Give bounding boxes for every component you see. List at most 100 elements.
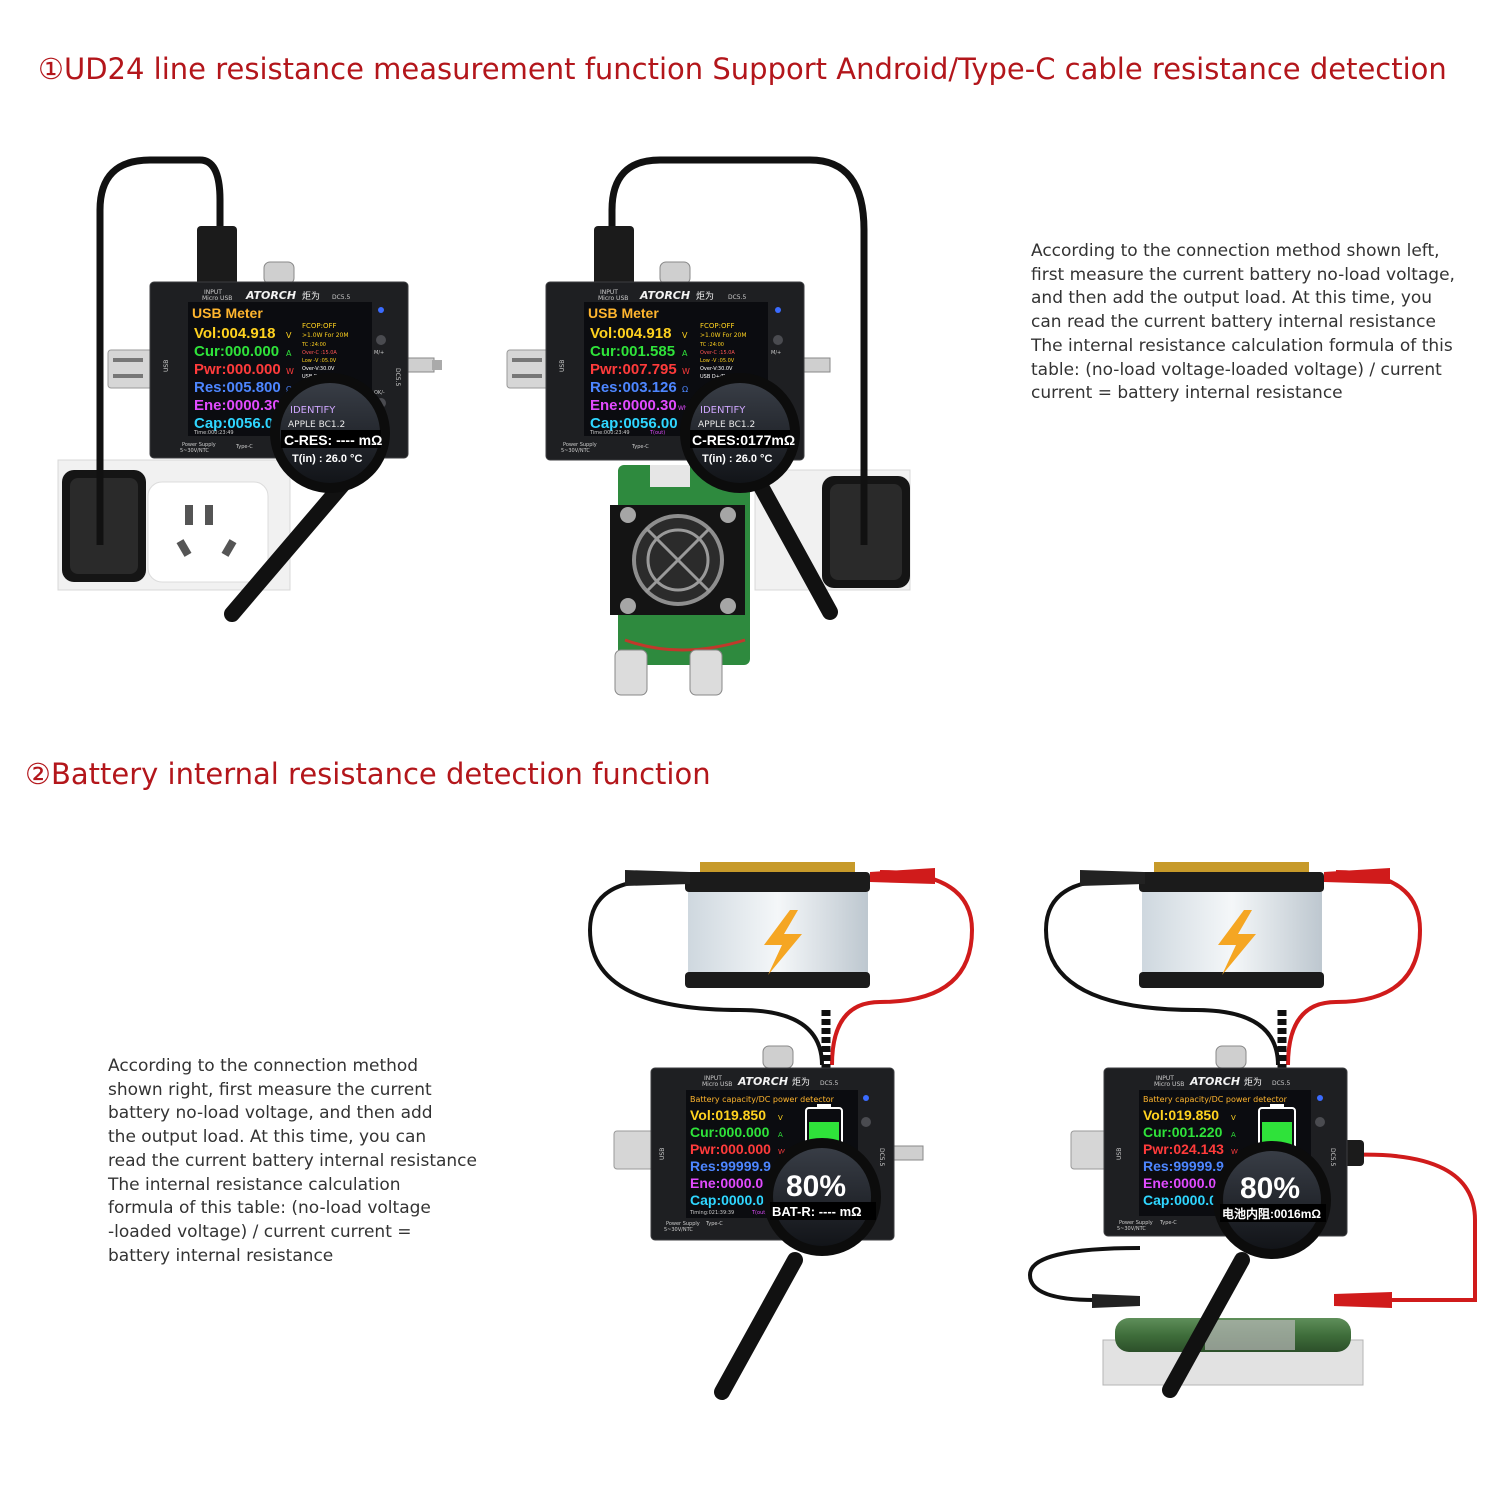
button-m[interactable] bbox=[1315, 1117, 1325, 1127]
reading-resistance: Res:005.800 bbox=[194, 379, 281, 396]
battery bbox=[685, 862, 870, 988]
reading-tout: T(out) bbox=[751, 1210, 767, 1216]
label-input: INPUT bbox=[1156, 1075, 1174, 1082]
reading-timer: Time:000:23:49 bbox=[589, 430, 630, 436]
zoom-cable-resistance: C-RES: ---- mΩ bbox=[284, 432, 382, 448]
reading-voltage: Vol:004.918 bbox=[194, 325, 275, 342]
red-clip bbox=[1334, 1292, 1392, 1308]
reading-resistance: Res:003.126 bbox=[590, 379, 677, 396]
unit-voltage: V bbox=[1231, 1114, 1236, 1122]
reading-capacity: Cap:0000.0 bbox=[1143, 1192, 1217, 1208]
bluetooth-indicator-icon bbox=[378, 307, 384, 313]
magnifier-lens bbox=[1213, 1141, 1331, 1259]
label-dc-side: DC5.5 bbox=[1329, 1148, 1336, 1167]
side-param: Low -V :05.0V bbox=[302, 358, 337, 364]
label-type-c: Type-C bbox=[631, 444, 649, 450]
label-usb: USB bbox=[163, 360, 170, 372]
black-test-lead bbox=[587, 878, 824, 1066]
lightning-icon bbox=[764, 910, 802, 975]
reading-current: Cur:001.220 bbox=[1143, 1124, 1223, 1140]
label-power-range: 5~30V/NTC bbox=[561, 448, 590, 454]
side-param: FCOP:OFF bbox=[302, 322, 337, 330]
reading-resistance: Res:99999.9 bbox=[1143, 1158, 1224, 1174]
black-load-lead bbox=[1027, 1246, 1141, 1302]
side-param: TC :24:00 bbox=[301, 342, 326, 348]
zoom-identify: IDENTIFY bbox=[700, 405, 746, 416]
magnifier-handle bbox=[1162, 1252, 1250, 1398]
label-power-supply: Power Supply bbox=[182, 442, 216, 448]
label-usb: USB bbox=[559, 360, 566, 372]
label-power-range: 5~30V/NTC bbox=[1117, 1226, 1146, 1232]
zoom-battery-resistance: BAT-R: ---- mΩ bbox=[772, 1204, 862, 1219]
screen-title: USB Meter bbox=[192, 305, 263, 321]
label-power-supply: Power Supply bbox=[1119, 1220, 1153, 1226]
side-param: TC :24:00 bbox=[699, 342, 724, 348]
brand-logo: ATORCH bbox=[639, 289, 690, 302]
label-button-ok: OK/- bbox=[374, 390, 385, 396]
magnifier-handle bbox=[224, 462, 363, 622]
reading-energy: Ene:0000.30 bbox=[590, 397, 677, 414]
usb-a-plug bbox=[506, 349, 553, 389]
description-bottom: According to the connection method shown… bbox=[108, 1056, 477, 1266]
bluetooth-indicator-icon bbox=[775, 307, 781, 313]
reading-energy: Ene:0000.30 bbox=[194, 397, 281, 414]
reading-voltage: Vol:019.850 bbox=[1143, 1107, 1219, 1123]
brand-logo: ATORCH bbox=[1189, 1075, 1240, 1088]
side-param: FCOP:OFF bbox=[700, 322, 735, 330]
unit-power: W bbox=[286, 367, 294, 376]
unit-power: W bbox=[778, 1148, 785, 1156]
label-dc: DC5.5 bbox=[1272, 1080, 1291, 1087]
red-test-lead bbox=[830, 870, 975, 1066]
usb-cable bbox=[608, 156, 868, 545]
red-load-lead bbox=[1349, 1152, 1477, 1302]
brand-logo-cn: 炬为 bbox=[302, 290, 320, 302]
scene-line-resistance-2: INPUT Micro USB ATORCH 炬为 DC5.5 USB Mete… bbox=[506, 156, 911, 696]
brand-logo: ATORCH bbox=[737, 1075, 788, 1088]
label-dc-side: DC5.5 bbox=[878, 1148, 885, 1167]
load-resistor bbox=[1102, 1318, 1364, 1386]
brand-logo-cn: 炬为 bbox=[696, 290, 714, 302]
unit-power: W bbox=[1231, 1148, 1238, 1156]
button-m[interactable] bbox=[861, 1117, 871, 1127]
side-param: >1.0W For 20M bbox=[302, 332, 349, 339]
type-c-plug bbox=[594, 226, 634, 286]
button-m[interactable] bbox=[376, 335, 386, 345]
electronic-load bbox=[610, 465, 750, 696]
black-clip bbox=[1092, 1294, 1140, 1308]
usb-a-plug bbox=[613, 1130, 655, 1170]
unit-voltage: V bbox=[778, 1114, 783, 1122]
reading-tout: T(out) bbox=[649, 430, 665, 436]
label-input: INPUT bbox=[704, 1075, 722, 1082]
reading-timer: Timing:021:39:39 bbox=[689, 1210, 734, 1216]
reading-timer: Time:000:23:49 bbox=[193, 430, 234, 436]
unit-current: A bbox=[1231, 1131, 1236, 1139]
zoom-cable-resistance: C-RES:0177mΩ bbox=[692, 432, 795, 448]
reading-voltage: Vol:004.918 bbox=[590, 325, 671, 342]
side-param: Over-V:30.0V bbox=[302, 366, 335, 372]
lightning-icon bbox=[1218, 910, 1256, 975]
label-micro-usb: Micro USB bbox=[598, 295, 628, 302]
label-dc-side: DC5.5 bbox=[394, 368, 401, 387]
label-button-m: M/+ bbox=[374, 350, 384, 356]
description-top: According to the connection method shown… bbox=[1031, 241, 1455, 404]
side-param: Over-C :15.0A bbox=[700, 350, 735, 356]
label-type-c: Type-C bbox=[1159, 1220, 1177, 1226]
unit-current: A bbox=[286, 349, 292, 358]
button-m[interactable] bbox=[773, 335, 783, 345]
label-usb: USB bbox=[1116, 1148, 1123, 1160]
label-input: INPUT bbox=[204, 289, 222, 296]
heading-line-resistance: ①UD24 line resistance measurement functi… bbox=[38, 52, 1447, 86]
label-input: INPUT bbox=[600, 289, 618, 296]
reading-resistance: Res:99999.9 bbox=[690, 1158, 771, 1174]
side-param: Over-C :15.0A bbox=[302, 350, 337, 356]
unit-current: A bbox=[778, 1131, 783, 1139]
zoom-protocol: APPLE BC1.2 bbox=[288, 420, 345, 430]
brand-logo-cn: 炬为 bbox=[792, 1076, 810, 1088]
label-micro-usb: Micro USB bbox=[202, 295, 232, 302]
scene-battery-resistance-2: INPUT Micro USB ATORCH 炬为 DC5.5 Battery … bbox=[1027, 862, 1477, 1398]
reading-power: Pwr:000.000 bbox=[194, 361, 281, 378]
type-c-plug bbox=[197, 226, 237, 286]
scene-battery-resistance-1: INPUT Micro USB ATORCH 炬为 DC5.5 Battery … bbox=[587, 862, 975, 1400]
black-test-lead bbox=[1043, 878, 1280, 1066]
